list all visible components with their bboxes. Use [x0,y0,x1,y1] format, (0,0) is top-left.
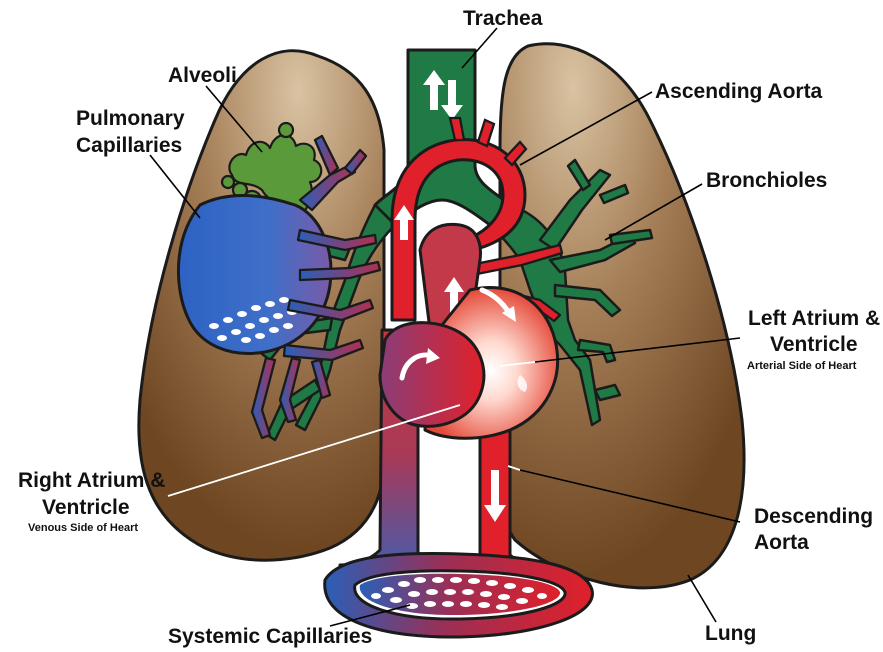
descending-aorta-label: Descending [754,505,873,528]
pulmonary-capillaries-label-line2: Capillaries [76,134,182,157]
descending-aorta-label-line2: Aorta [754,531,809,554]
right-atrium-ventricle-label: Right Atrium & [18,469,165,492]
lung-label: Lung [705,622,756,645]
systemic-capillaries-label: Systemic Capillaries [168,625,372,648]
left-atrium-ventricle-label-line2: Ventricle [770,333,858,356]
left-atrium-ventricle-label: Left Atrium & [748,307,880,330]
pulmonary-capillaries-label: Pulmonary [76,107,185,130]
right-atrium-ventricle-label-line2: Ventricle [42,496,130,519]
bronchioles-label: Bronchioles [706,169,827,192]
trachea-label: Trachea [463,7,543,30]
ascending-aorta-label: Ascending Aorta [655,80,823,103]
alveoli-label: Alveoli [168,64,237,87]
right-atrium-ventricle-sublabel: Venous Side of Heart [28,522,138,534]
left-atrium-ventricle-sublabel: Arterial Side of Heart [747,360,857,372]
